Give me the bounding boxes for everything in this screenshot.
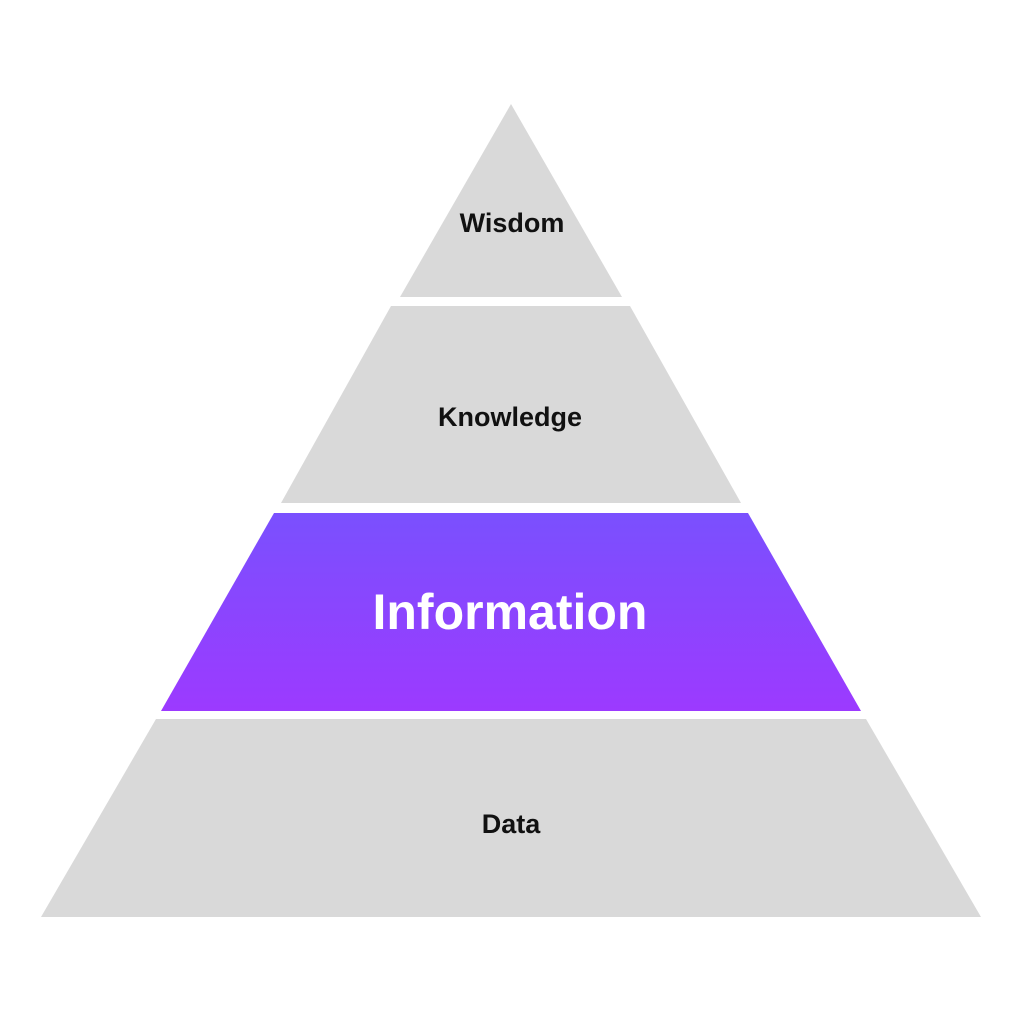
pyramid-level-data: Data	[41, 719, 981, 917]
knowledge-layer	[281, 306, 741, 503]
pyramid-level-wisdom: Wisdom	[400, 104, 622, 297]
data-layer	[41, 719, 981, 917]
information-layer	[161, 513, 861, 711]
wisdom-label: Wisdom	[460, 208, 565, 238]
wisdom-layer	[400, 104, 622, 297]
pyramid-level-information: Information	[161, 513, 861, 711]
pyramid-level-knowledge: Knowledge	[281, 306, 741, 503]
knowledge-label: Knowledge	[438, 402, 582, 432]
data-label: Data	[482, 809, 542, 839]
information-label: Information	[373, 584, 648, 640]
